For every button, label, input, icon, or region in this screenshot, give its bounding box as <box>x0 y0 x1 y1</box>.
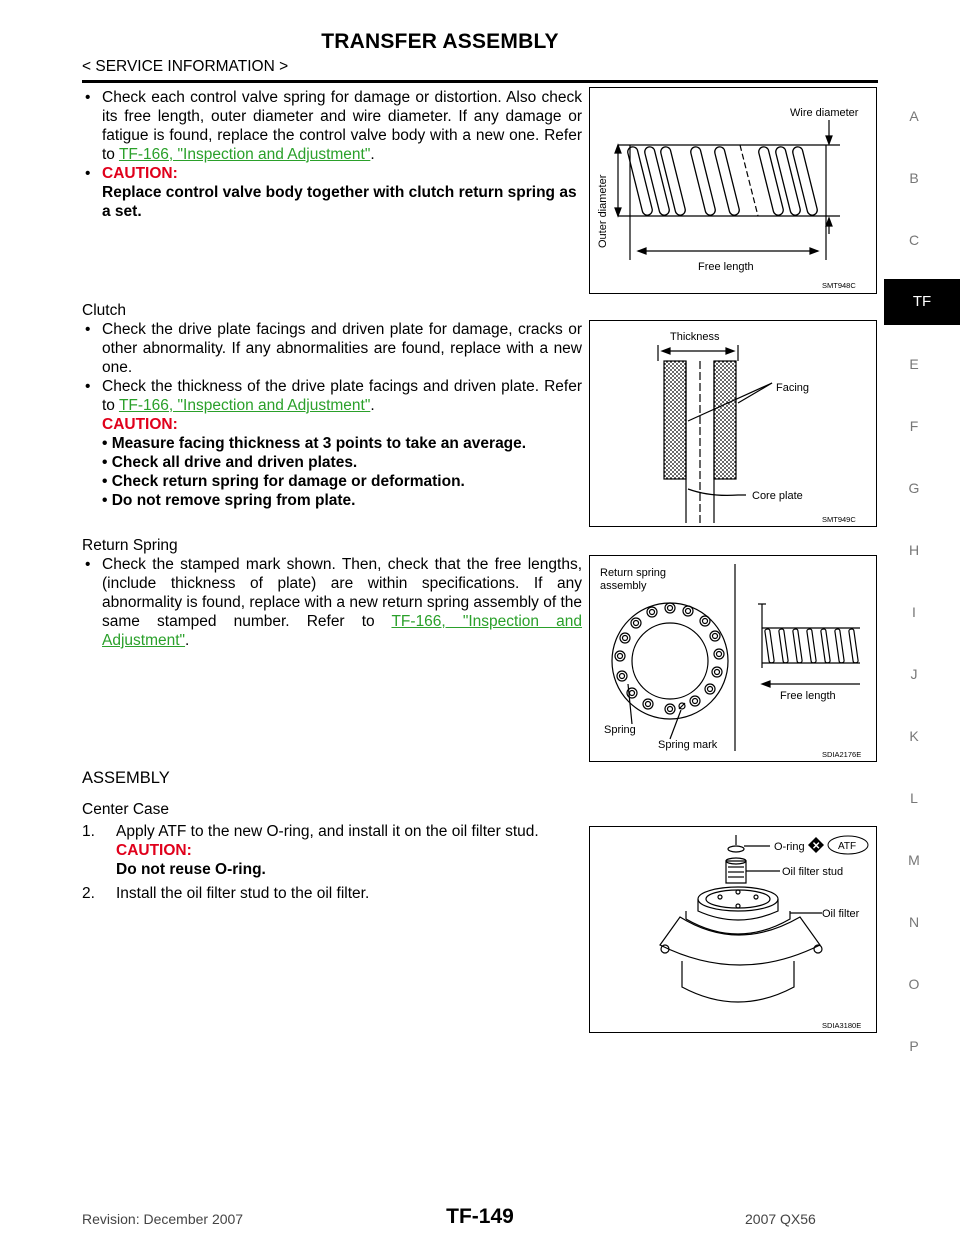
page-title: TRANSFER ASSEMBLY <box>321 30 559 53</box>
spring-diagram: Wire diameter Outer diameter Free length… <box>597 107 859 290</box>
label-facing: Facing <box>776 382 809 394</box>
side-index-c[interactable]: C <box>908 232 920 248</box>
control-valve-section: Check each control valve spring for dama… <box>82 88 582 221</box>
reference-link[interactable]: TF-166, "Inspection and Adjustment" <box>102 613 582 649</box>
step-2: 2. Install the oil filter stud to the oi… <box>82 885 370 902</box>
assembly-heading: ASSEMBLY <box>82 769 170 787</box>
side-index-e[interactable]: E <box>909 356 919 372</box>
reference-link[interactable]: TF-166, "Inspection and Adjustment" <box>118 397 371 414</box>
label-wire-diameter: Wire diameter <box>790 107 859 119</box>
caution-text: Do not reuse O-ring. <box>116 861 266 878</box>
label-return-spring-assembly-1: Return spring <box>600 567 666 579</box>
clutch-heading: Clutch <box>82 302 126 319</box>
label-core-plate: Core plate <box>752 490 803 502</box>
figure-control-valve-spring: Wire diameter Outer diameter Free length… <box>589 87 877 294</box>
caution-text: Replace control valve body together with… <box>102 184 577 220</box>
clutch-section: Check the drive plate facings and driven… <box>82 320 582 510</box>
side-index-l[interactable]: L <box>910 790 918 806</box>
figure-code: SMT948C <box>822 281 856 290</box>
label-outer-diameter: Outer diameter <box>597 174 609 248</box>
side-index-k[interactable]: K <box>909 728 919 744</box>
side-index-i[interactable]: I <box>912 604 916 620</box>
figure-oil-filter: ✕ O-ring ATF Oil filter stud Oil filter … <box>589 826 877 1033</box>
footer-page-number: TF-149 <box>446 1205 514 1228</box>
side-index-a[interactable]: A <box>909 108 919 124</box>
oil-filter-diagram: ✕ O-ring ATF Oil filter stud Oil filter … <box>659 835 869 1030</box>
label-thickness: Thickness <box>670 331 720 343</box>
figure-code: SMT949C <box>822 515 856 524</box>
list-item: Check the drive plate facings and driven… <box>82 320 582 377</box>
caution-item: • Check return spring for damage or defo… <box>102 473 465 490</box>
return-spring-diagram: Return spring assembly Free length Sprin… <box>600 564 861 759</box>
side-index-g[interactable]: G <box>908 480 920 496</box>
footer-revision: Revision: December 2007 <box>82 1211 244 1227</box>
label-return-spring-assembly-2: assembly <box>600 580 647 592</box>
reference-link[interactable]: TF-166, "Inspection and Adjustment" <box>118 146 371 163</box>
caution-label: CAUTION: <box>116 842 192 859</box>
center-case-heading: Center Case <box>82 801 170 818</box>
assembly-steps: 1. Apply ATF to the new O-ring, and inst… <box>82 822 582 903</box>
label-atf: ATF <box>838 841 856 852</box>
side-index-o[interactable]: O <box>908 976 920 992</box>
step-1: 1. Apply ATF to the new O-ring, and inst… <box>82 822 582 879</box>
caution-block: CAUTION: • Measure facing thickness at 3… <box>82 415 582 510</box>
caution-block: CAUTION: Replace control valve body toge… <box>82 164 582 221</box>
figure-code: SDIA2176E <box>822 750 861 759</box>
side-index-j[interactable]: J <box>910 666 918 682</box>
side-index-p[interactable]: P <box>909 1038 919 1054</box>
caution-item: • Do not remove spring from plate. <box>102 492 356 509</box>
label-oil-filter: Oil filter <box>822 908 860 920</box>
footer-model: 2007 QX56 <box>745 1211 816 1227</box>
caution-label: CAUTION: <box>102 416 178 433</box>
side-index-tf-active[interactable]: TF <box>884 279 960 325</box>
label-o-ring: O-ring <box>774 841 805 853</box>
do-not-reuse-icon: ✕ <box>812 841 820 852</box>
side-index-f[interactable]: F <box>909 418 919 434</box>
figure-return-spring: Return spring assembly Free length Sprin… <box>589 555 877 762</box>
plate-diagram: Thickness Facing Core plate SMT949C <box>657 331 856 524</box>
side-index-m[interactable]: M <box>908 852 920 868</box>
side-index-b[interactable]: B <box>909 170 919 186</box>
list-item: Check the stamped mark shown. Then, chec… <box>82 555 582 650</box>
label-oil-filter-stud: Oil filter stud <box>782 866 843 878</box>
caution-label: CAUTION: <box>102 165 178 182</box>
figure-code: SDIA3180E <box>822 1021 861 1030</box>
label-spring: Spring <box>604 724 636 736</box>
side-index-h[interactable]: H <box>908 542 920 558</box>
caution-item: • Measure facing thickness at 3 points t… <box>102 435 527 452</box>
label-free-length: Free length <box>780 690 836 702</box>
list-item: Check the thickness of the drive plate f… <box>82 377 582 415</box>
figure-plate-thickness: Thickness Facing Core plate SMT949C <box>589 320 877 527</box>
return-spring-heading: Return Spring <box>82 537 178 554</box>
header-rule <box>82 80 878 83</box>
label-spring-mark: Spring mark <box>658 739 718 751</box>
label-free-length: Free length <box>698 261 754 273</box>
list-item: Check each control valve spring for dama… <box>82 88 582 164</box>
return-spring-section: Check the stamped mark shown. Then, chec… <box>82 555 582 650</box>
section-subtitle: < SERVICE INFORMATION > <box>82 58 289 75</box>
side-index-n[interactable]: N <box>908 914 920 930</box>
caution-item: • Check all drive and driven plates. <box>102 454 358 471</box>
